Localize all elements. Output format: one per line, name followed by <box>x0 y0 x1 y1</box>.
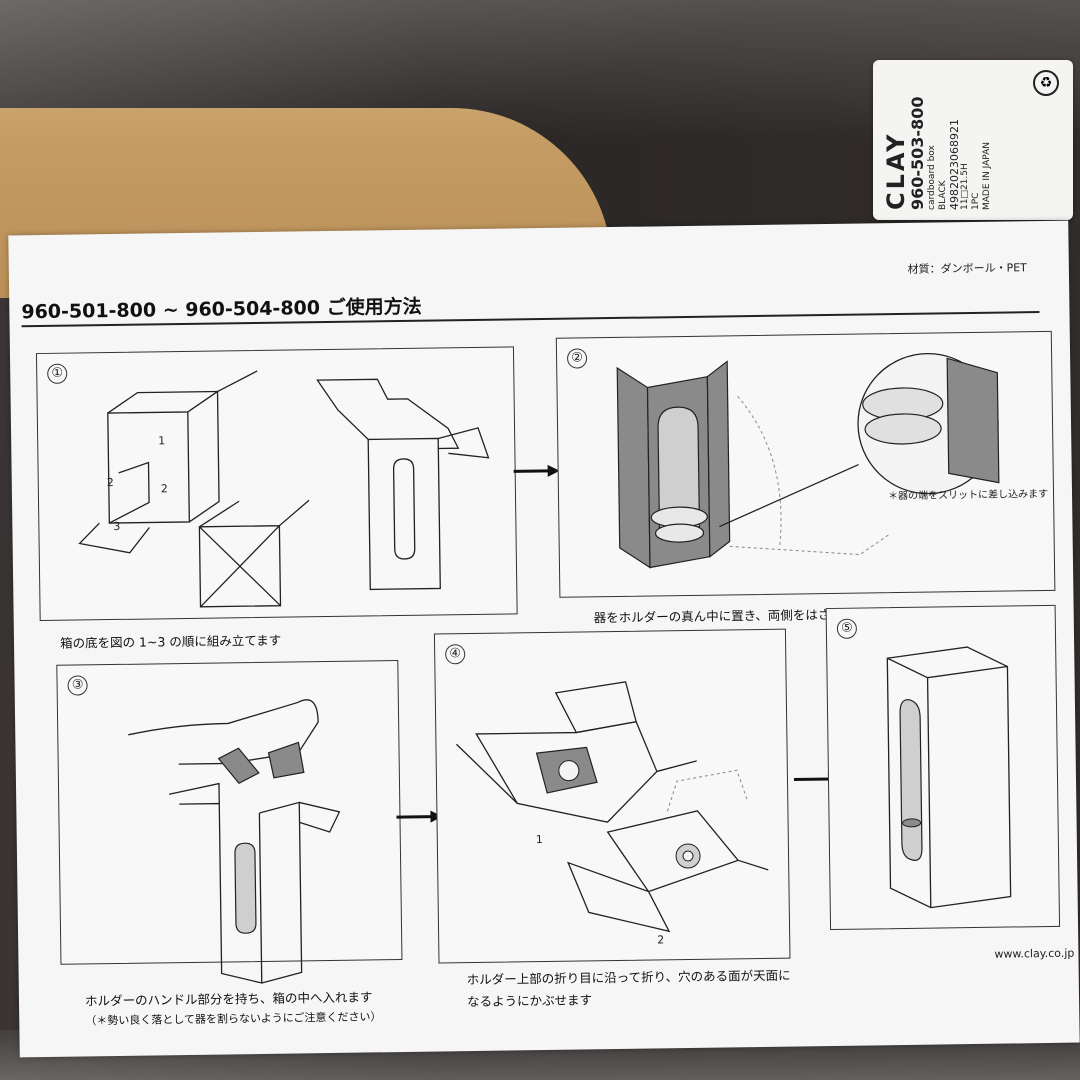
sticker-qty: 1PC <box>971 192 981 210</box>
step-3-illustration <box>128 699 341 984</box>
sticker-barcode: 4982023068921 <box>948 119 961 210</box>
instruction-card: 材質：ダンボール・PET 960-501-800 ~ 960-504-800 ご… <box>8 220 1080 1058</box>
card-title: 960-501-800 ~ 960-504-800 ご使用方法 <box>21 295 422 324</box>
website-url: www.clay.co.jp <box>994 946 1075 961</box>
step-1-label-1: 1 <box>158 434 165 447</box>
step-3-caption: ホルダーのハンドル部分を持ち、箱の中へ入れます <box>84 989 373 1009</box>
step-4-label-2: 2 <box>657 933 664 946</box>
step-2-note: ＊器の端をスリットに差し込みます <box>887 488 1049 503</box>
sticker-size: 11□21.5H <box>960 163 970 210</box>
step-4-illustration: 1 2 <box>456 681 769 946</box>
step-4-caption: ホルダー上部の折り目に沿って折り、穴のある面が天面に <box>466 967 791 988</box>
sticker-material: cardboard box <box>927 145 937 210</box>
step-3-caption-2: （＊勢い良く落として器を割らないようにご注意ください） <box>85 1010 382 1028</box>
sticker-brand: CLAY <box>882 131 910 210</box>
product-sticker: ♻ CLAY 960-503-800 cardboard box BLACK 4… <box>873 60 1073 220</box>
sticker-origin: MADE IN JAPAN <box>982 141 992 210</box>
step-2-panel: ② <box>555 330 1056 598</box>
step-4-label-1: 1 <box>536 833 543 846</box>
sticker-text: CLAY 960-503-800 cardboard box BLACK 498… <box>882 70 993 210</box>
step-1-label-2b: 2 <box>161 482 168 495</box>
step-2-illustration <box>616 352 1000 569</box>
step-1-label-2a: 2 <box>107 476 114 489</box>
step-5-panel: ⑤ <box>825 604 1061 931</box>
step-1-illustration: 1 2 2 3 <box>78 370 490 608</box>
sticker-code: 960-503-800 <box>908 96 927 210</box>
arrow-right-icon <box>513 464 560 477</box>
recycle-icon: ♻ <box>1033 70 1059 96</box>
step-1-caption: 箱の底を図の 1~3 の順に組み立てます <box>59 632 282 651</box>
step-1-label-3: 3 <box>113 520 120 533</box>
step-1-panel: ① 1 2 2 3 <box>35 346 518 622</box>
material-label: 材質：ダンボール・PET <box>907 261 1027 276</box>
step-4-caption-2: なるようにかぶせます <box>466 992 593 1010</box>
step-3-panel: ③ <box>56 660 403 984</box>
step-4-panel: ④ 1 2 <box>433 628 791 964</box>
step-5-illustration <box>886 646 1012 909</box>
